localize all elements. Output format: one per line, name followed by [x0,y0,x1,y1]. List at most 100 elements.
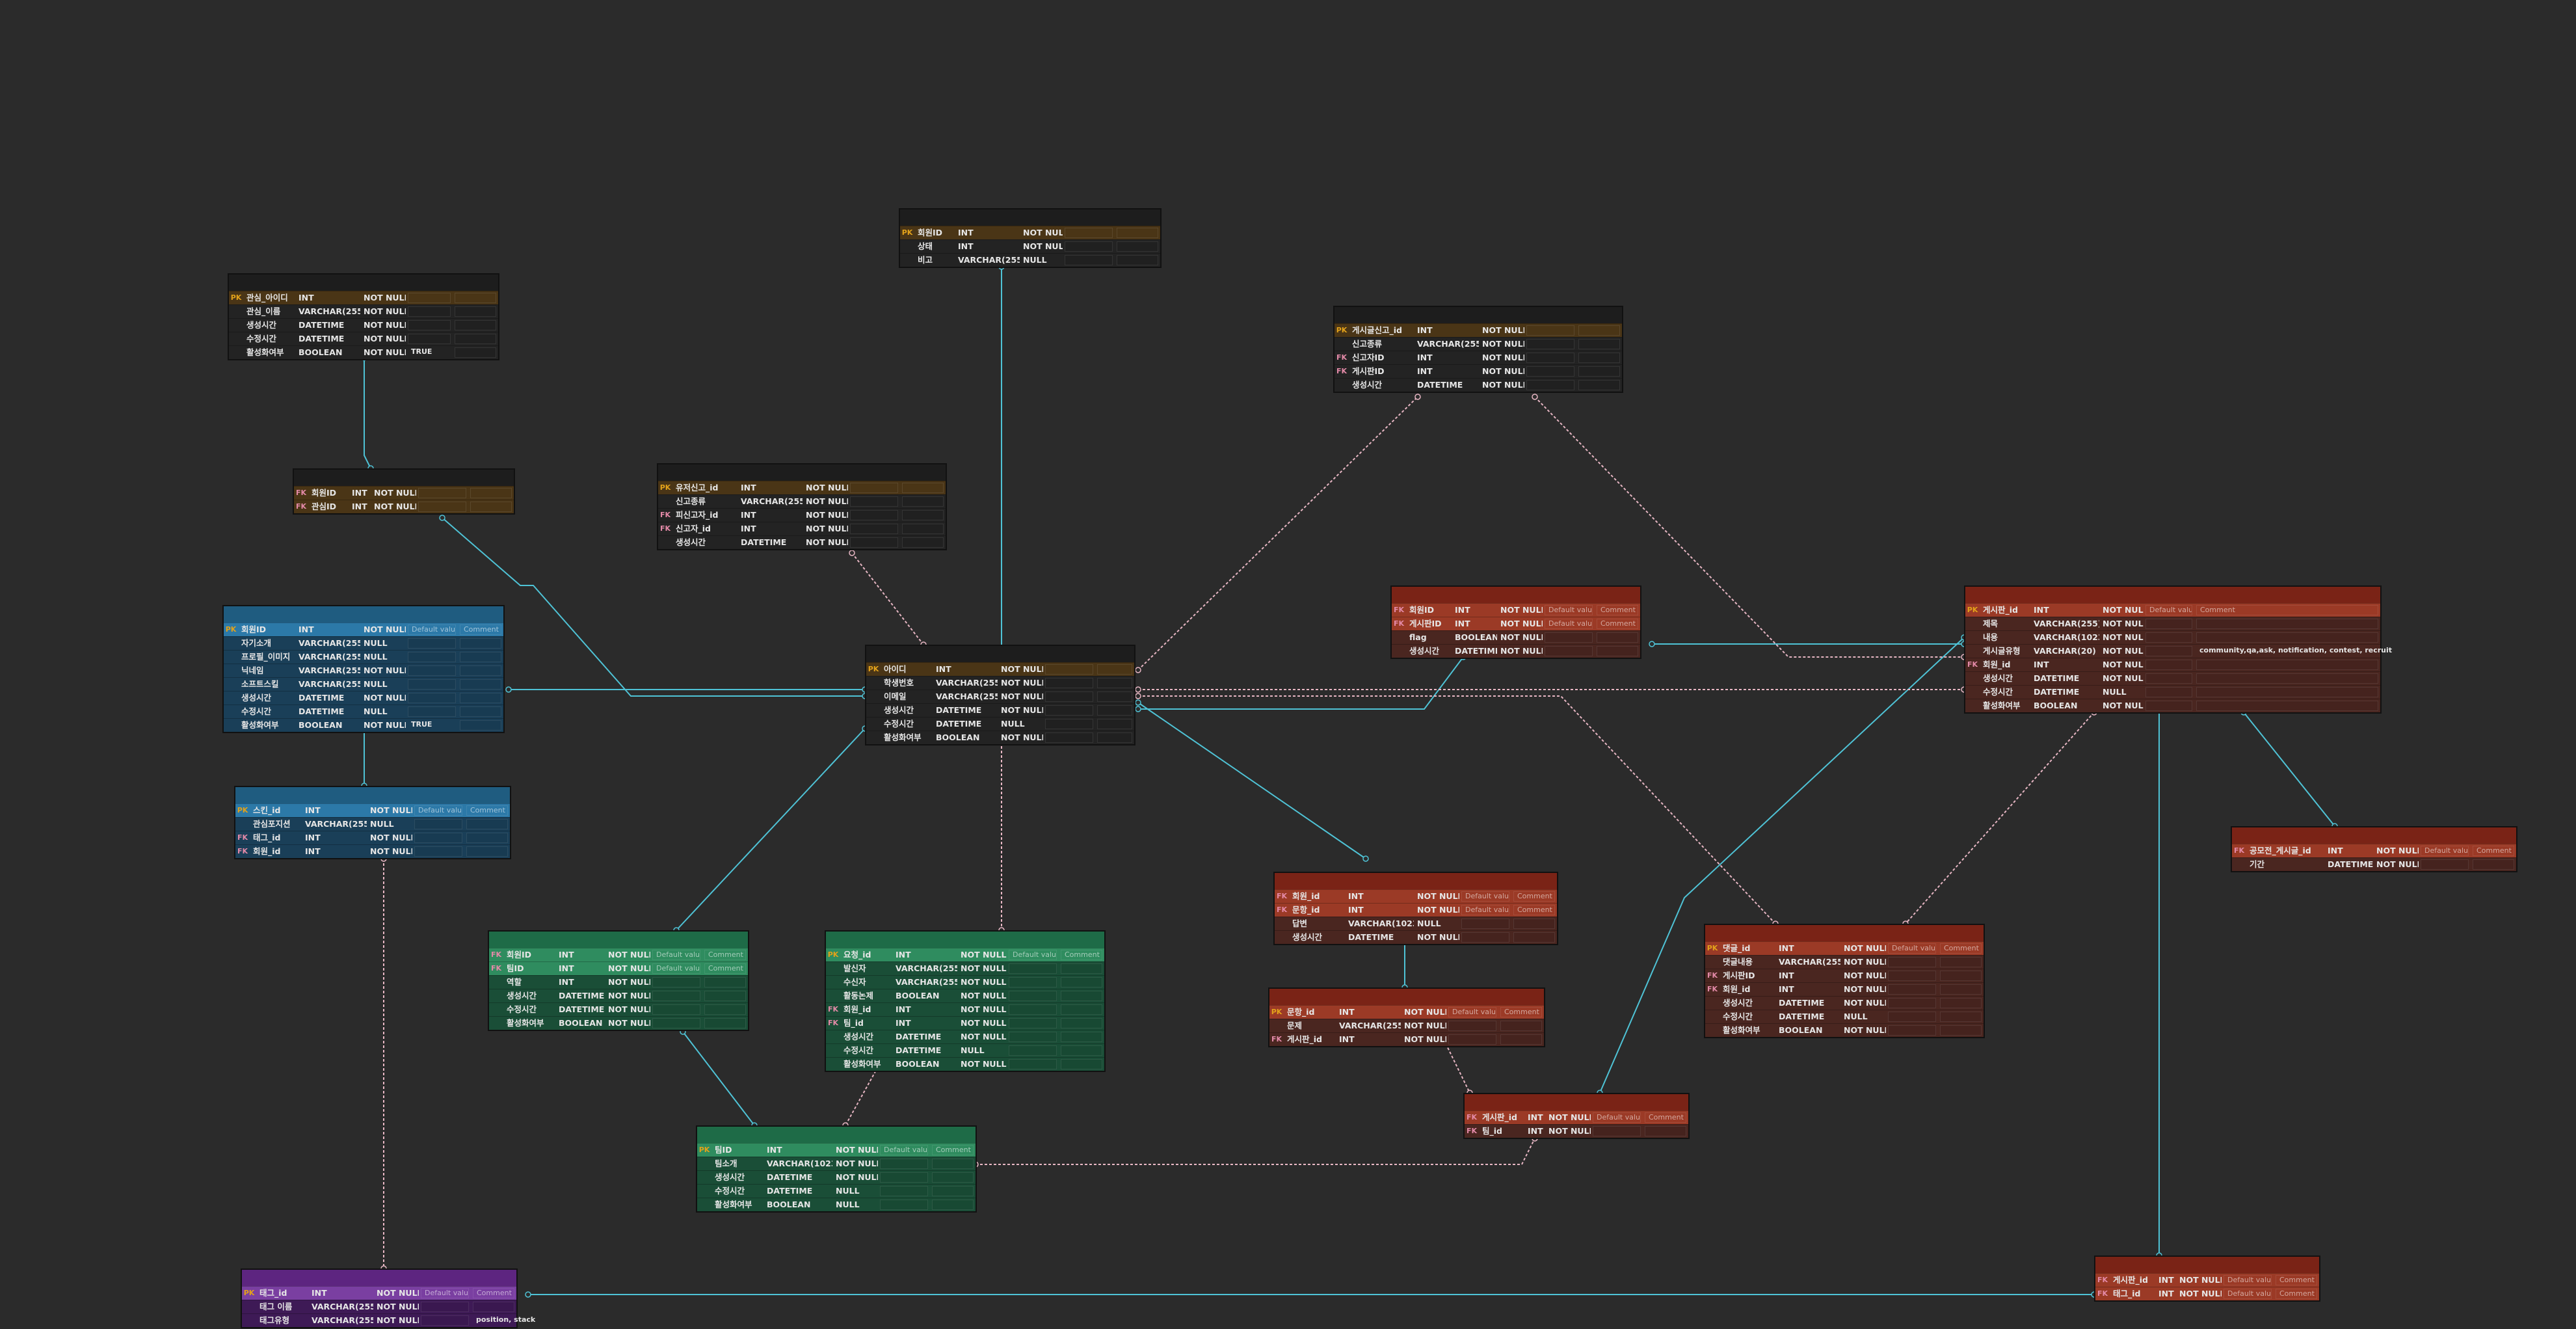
table-title[interactable] [224,606,503,623]
table-title[interactable] [2095,1257,2319,1273]
table-title[interactable] [1965,587,2380,603]
table-title[interactable] [900,209,1160,226]
table-title[interactable] [1392,587,1640,603]
table-title[interactable] [294,470,514,486]
table-title[interactable] [229,275,498,291]
table-title[interactable] [242,1270,516,1286]
table-title[interactable] [1465,1094,1688,1110]
table-title[interactable] [2232,827,2516,844]
table-title[interactable] [697,1127,976,1143]
table-title[interactable] [235,787,510,803]
table-title[interactable] [658,464,946,481]
table-title[interactable] [489,932,748,948]
table-title[interactable] [1334,307,1622,323]
table-title[interactable] [1705,925,1984,941]
table-title[interactable] [866,646,1134,662]
